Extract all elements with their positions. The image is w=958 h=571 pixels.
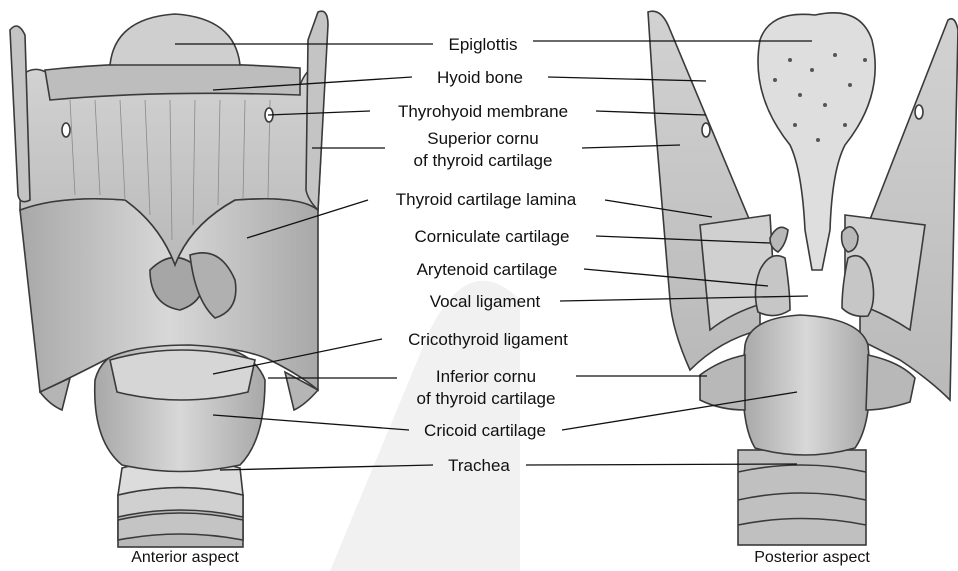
anterior-cricothyroid-ligament [110, 350, 255, 400]
label-cricothyroid-ligament: Cricothyroid ligament [408, 330, 568, 349]
label-cricoid-cartilage: Cricoid cartilage [424, 421, 546, 440]
anterior-trachea [118, 460, 243, 547]
label-inferior-cornu-line1: Inferior cornu [436, 367, 536, 386]
label-superior-cornu-line2: of thyroid cartilage [414, 151, 553, 170]
anterior-superior-cornu-left [10, 26, 30, 202]
anterior-foramen-left [62, 123, 70, 137]
posterior-foramen-right [915, 105, 923, 119]
posterior-corniculate-left [770, 227, 788, 252]
label-thyroid-cartilage-lamina: Thyroid cartilage lamina [396, 190, 577, 209]
label-arytenoid-cartilage: Arytenoid cartilage [417, 260, 558, 279]
label-superior-cornu-line1: Superior cornu [427, 129, 539, 148]
label-corniculate-cartilage: Corniculate cartilage [415, 227, 570, 246]
label-vocal-ligament: Vocal ligament [430, 292, 541, 311]
label-trachea: Trachea [448, 456, 510, 475]
caption-anterior: Anterior aspect [131, 549, 239, 566]
label-thyrohyoid-membrane: Thyrohyoid membrane [398, 102, 568, 121]
caption-posterior: Posterior aspect [754, 549, 870, 566]
anterior-larynx [10, 11, 328, 547]
posterior-thyroid-wing-left [648, 11, 760, 370]
label-epiglottis: Epiglottis [449, 35, 518, 54]
label-inferior-cornu-line2: of thyroid cartilage [417, 389, 556, 408]
anterior-epiglottis [110, 14, 240, 65]
posterior-foramen-left [702, 123, 710, 137]
anterior-superior-cornu-right [306, 11, 328, 210]
posterior-corniculate-right [842, 227, 858, 252]
posterior-cricoid [743, 315, 870, 455]
label-hyoid-bone: Hyoid bone [437, 68, 523, 87]
